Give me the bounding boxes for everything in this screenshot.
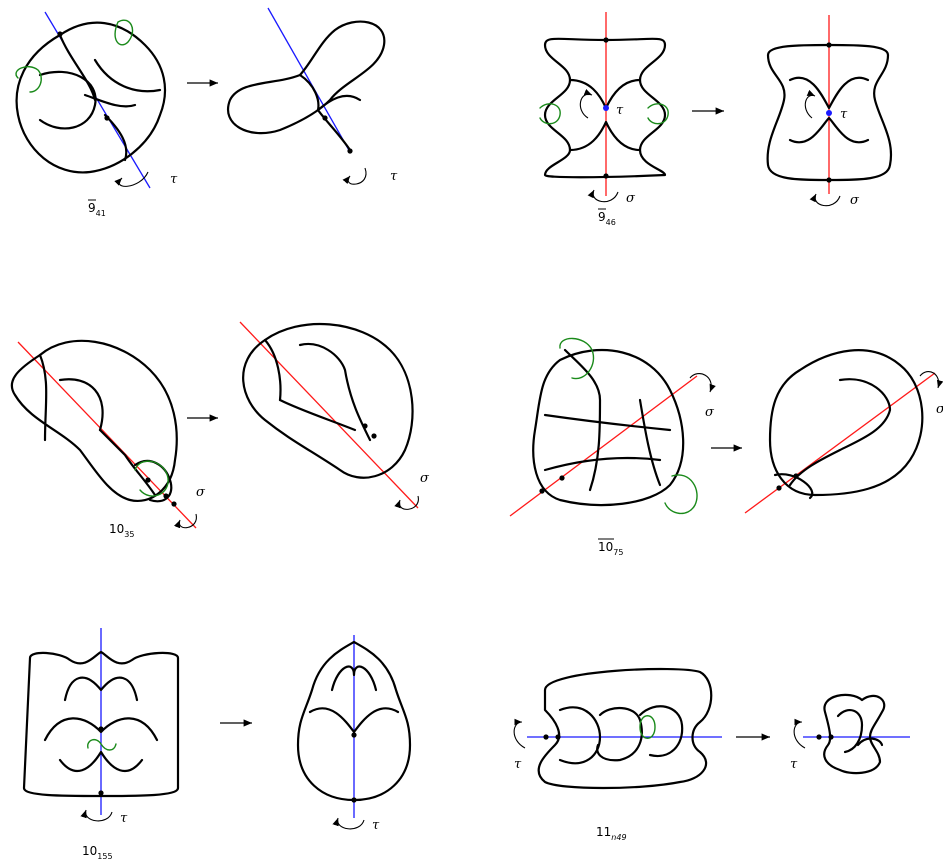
svg-text:τ: τ <box>390 169 398 184</box>
svg-text:τ: τ <box>790 757 798 772</box>
svg-text:τ: τ <box>372 818 380 833</box>
svg-text:σ: σ <box>626 191 636 206</box>
crossing-change-circle <box>114 19 134 46</box>
panel-10-155: τ 10155 τ <box>22 628 412 860</box>
svg-text:σ: σ <box>705 405 715 420</box>
knot-label: 946 <box>598 208 616 227</box>
knot-label: 11n49 <box>596 825 627 842</box>
crossing-change-circle <box>539 103 561 125</box>
knot-diagram <box>766 43 893 182</box>
svg-text:τ: τ <box>616 103 624 118</box>
crossing-change-circle <box>559 337 595 380</box>
svg-text:946: 946 <box>598 210 616 227</box>
knot-diagram <box>22 650 180 798</box>
rotation-arrow-icon <box>793 718 806 749</box>
fixed-point <box>104 115 110 121</box>
rotation-arrow-icon <box>587 189 619 203</box>
svg-text:1075: 1075 <box>598 540 623 557</box>
crossing-change-circle <box>664 474 698 515</box>
svg-text:σ: σ <box>196 485 206 500</box>
rotation-arrow-icon <box>513 718 526 749</box>
svg-text:τ: τ <box>514 757 522 772</box>
knot-label: 1075 <box>598 538 623 557</box>
rotation-arrow-icon <box>114 171 149 187</box>
rotation-arrow-icon <box>174 513 197 529</box>
sigma-axis <box>744 372 936 514</box>
knot-diagram <box>768 349 924 497</box>
panel-9-41: τ 941 τ <box>15 7 398 218</box>
tau-symbol: τ <box>170 172 178 187</box>
knot-label: 10155 <box>82 844 113 860</box>
svg-text:941: 941 <box>88 201 106 218</box>
svg-text:1035: 1035 <box>109 522 134 539</box>
svg-text:τ: τ <box>840 107 848 122</box>
svg-text:σ: σ <box>420 471 430 486</box>
tau-fixed-point <box>603 105 609 111</box>
knot-diagram <box>537 667 713 790</box>
panel-11-n49: τ 11n49 τ <box>513 667 910 842</box>
knot-diagram <box>532 348 685 507</box>
knot-diagram <box>10 339 178 503</box>
knot-label: 941 <box>88 199 106 218</box>
rotation-arrow-icon <box>809 193 841 207</box>
panel-9-46: τ σ 946 τ σ <box>539 12 893 227</box>
knot-diagram <box>823 693 886 775</box>
rotation-arrow-icon <box>332 817 365 830</box>
svg-text:τ: τ <box>120 811 128 826</box>
rotation-arrow-icon <box>919 371 943 389</box>
svg-text:10155: 10155 <box>82 844 113 860</box>
rotation-arrow-icon <box>689 373 716 393</box>
rotation-arrow-icon <box>804 89 816 119</box>
panel-10-35: σ 1035 σ <box>10 321 430 539</box>
sigma-axis <box>239 321 419 509</box>
crossing-change-circle <box>647 103 669 125</box>
fixed-point <box>57 31 63 37</box>
crossing-change-circle <box>87 738 117 751</box>
rotation-arrow-icon <box>579 89 593 119</box>
crossing-change-circle <box>134 460 169 497</box>
knot-label: 1035 <box>109 522 134 539</box>
knot-diagram <box>227 20 386 135</box>
rotation-arrow-icon <box>394 495 419 510</box>
knot-diagram <box>242 322 414 479</box>
rotation-arrow-icon <box>342 167 367 185</box>
tau-axis <box>267 7 351 153</box>
svg-text:σ: σ <box>850 193 860 208</box>
crossing-change-circle <box>15 66 42 93</box>
knot-diagram <box>543 37 667 179</box>
crossing-change-circle <box>639 715 656 739</box>
sigma-axis <box>509 375 698 517</box>
svg-text:σ: σ <box>936 402 943 417</box>
rotation-arrow-icon <box>80 809 113 822</box>
panel-10-75: σ 1075 σ <box>509 337 943 557</box>
svg-text:11n49: 11n49 <box>596 825 627 842</box>
